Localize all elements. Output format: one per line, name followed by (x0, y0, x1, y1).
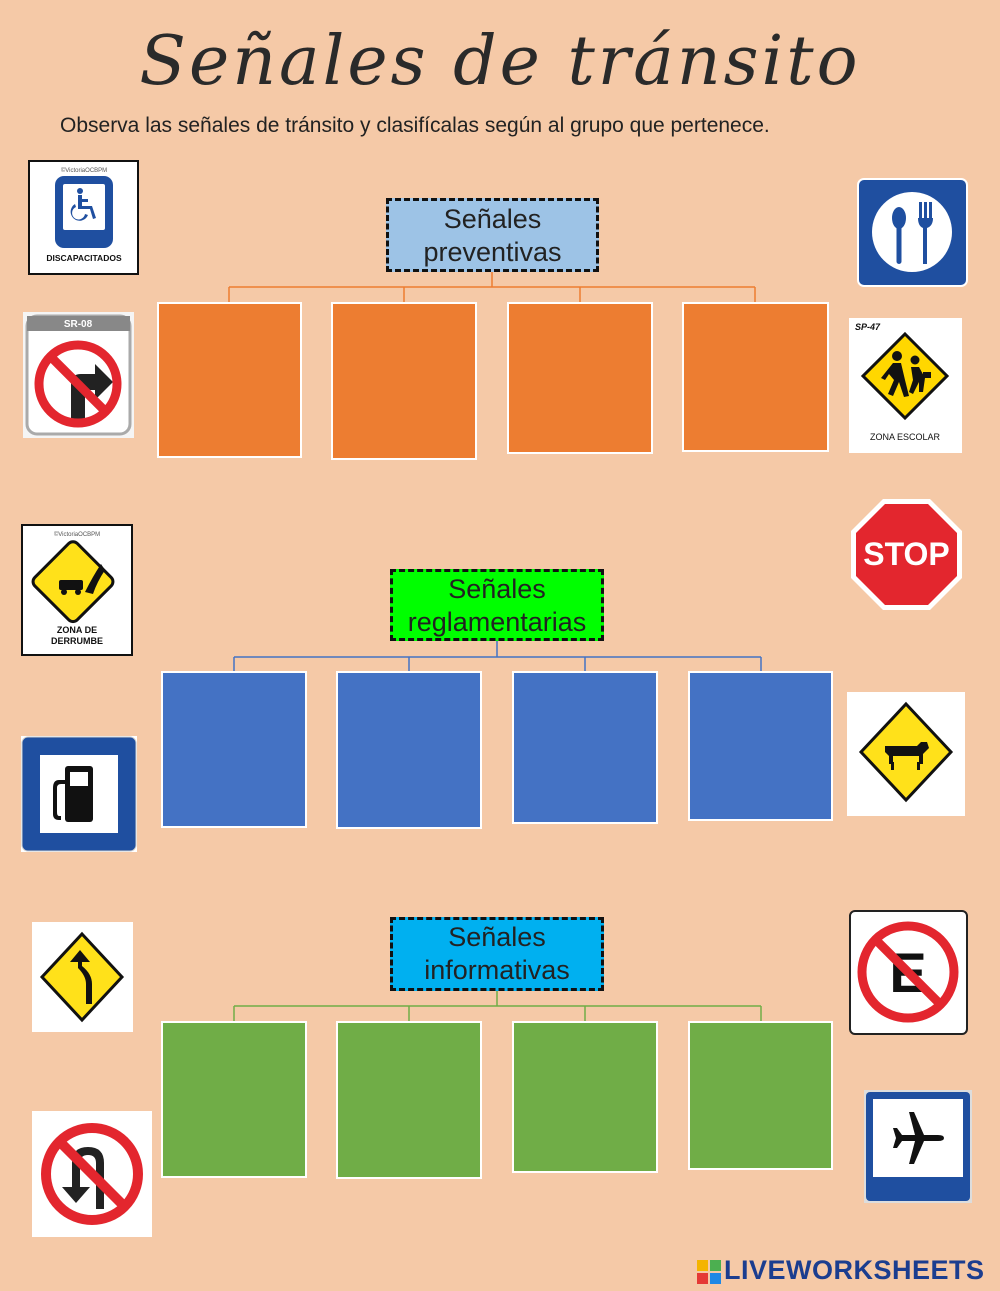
sign-stop[interactable]: STOP (849, 497, 964, 612)
sign-restaurant[interactable] (857, 178, 968, 287)
sign-gas-station[interactable] (21, 736, 137, 852)
liveworksheets-brand: LIVEWORKSHEETS (724, 1255, 985, 1285)
sign-zona-escolar-caption: ZONA ESCOLAR (870, 432, 941, 442)
drop-box-informativas-2[interactable] (336, 1021, 482, 1179)
drop-box-preventivas-4[interactable] (682, 302, 829, 452)
category-informativas-line2: informativas (424, 955, 570, 985)
drop-box-reglamentarias-2[interactable] (336, 671, 482, 829)
sign-no-parking[interactable]: E (849, 910, 968, 1035)
drop-box-reglamentarias-1[interactable] (161, 671, 307, 828)
category-informativas-line1: Señales (448, 922, 546, 952)
liveworksheets-logo-icon (697, 1259, 721, 1284)
sign-zona-escolar[interactable]: SP-47 ZONA ESCOLAR (849, 318, 962, 453)
sign-airport[interactable] (864, 1090, 972, 1203)
drop-box-reglamentarias-3[interactable] (512, 671, 658, 824)
sign-cattle[interactable] (847, 692, 965, 816)
sign-zona-derrumbe-caption-2: DERRUMBE (51, 636, 103, 646)
category-reglamentarias: Señales reglamentarias (390, 569, 604, 641)
sign-code: SR-08 (64, 319, 93, 330)
no-u-turn-icon (41, 1123, 143, 1225)
drop-box-informativas-1[interactable] (161, 1021, 307, 1178)
drop-box-preventivas-1[interactable] (157, 302, 302, 458)
drop-box-informativas-3[interactable] (512, 1021, 658, 1173)
rockfall-icon (31, 540, 115, 624)
category-preventivas-line1: Señales (443, 204, 542, 234)
category-reglamentarias-line1: Señales (448, 574, 546, 604)
category-preventivas-line2: preventivas (423, 237, 562, 267)
category-reglamentarias-line2: reglamentarias (407, 607, 587, 637)
connector-informativas (233, 990, 762, 1021)
airplane-icon (893, 1112, 944, 1164)
sign-credit: ©VictoriaOCBPM (54, 531, 100, 538)
category-preventivas: Señales preventivas (386, 198, 599, 272)
fork-spoon-icon (872, 192, 952, 272)
drop-box-preventivas-2[interactable] (331, 302, 477, 460)
sign-curve[interactable] (32, 922, 133, 1032)
sign-code: SP-47 (855, 322, 881, 332)
stop-sign-icon (851, 499, 962, 610)
curve-left-icon (39, 931, 125, 1023)
connector-reglamentarias (233, 641, 762, 671)
sign-no-right-turn[interactable]: SR-08 (23, 312, 134, 438)
sign-credit: ©VictoriaOCBPM (61, 167, 107, 174)
sign-zona-derrumbe-caption-1: ZONA DE (57, 625, 97, 635)
cow-icon (858, 701, 954, 803)
instructions-text: Observa las señales de tránsito y clasif… (60, 114, 770, 137)
sign-discapacitados-caption: DISCAPACITADOS (46, 253, 122, 263)
drop-box-preventivas-3[interactable] (507, 302, 653, 454)
fuel-pump-icon (53, 766, 93, 822)
no-right-turn-icon (34, 340, 122, 428)
stop-text: STOP (863, 536, 950, 572)
sign-no-u-turn[interactable] (32, 1111, 152, 1237)
school-children-icon (860, 331, 950, 421)
wheelchair-icon (70, 188, 96, 221)
category-informativas: Señales informativas (390, 917, 604, 991)
sign-discapacitados[interactable]: ©VictoriaOCBPM DISCAPACITADOS (28, 160, 139, 275)
drop-box-informativas-4[interactable] (688, 1021, 833, 1170)
page-title: Señales de tránsito (139, 22, 861, 101)
connector-preventivas (228, 272, 756, 302)
drop-box-reglamentarias-4[interactable] (688, 671, 833, 821)
liveworksheets-logo: LIVEWORKSHEETS (697, 1255, 985, 1286)
sign-zona-derrumbe[interactable]: ©VictoriaOCBPM ZONA DE DERRUMBE (21, 524, 133, 656)
